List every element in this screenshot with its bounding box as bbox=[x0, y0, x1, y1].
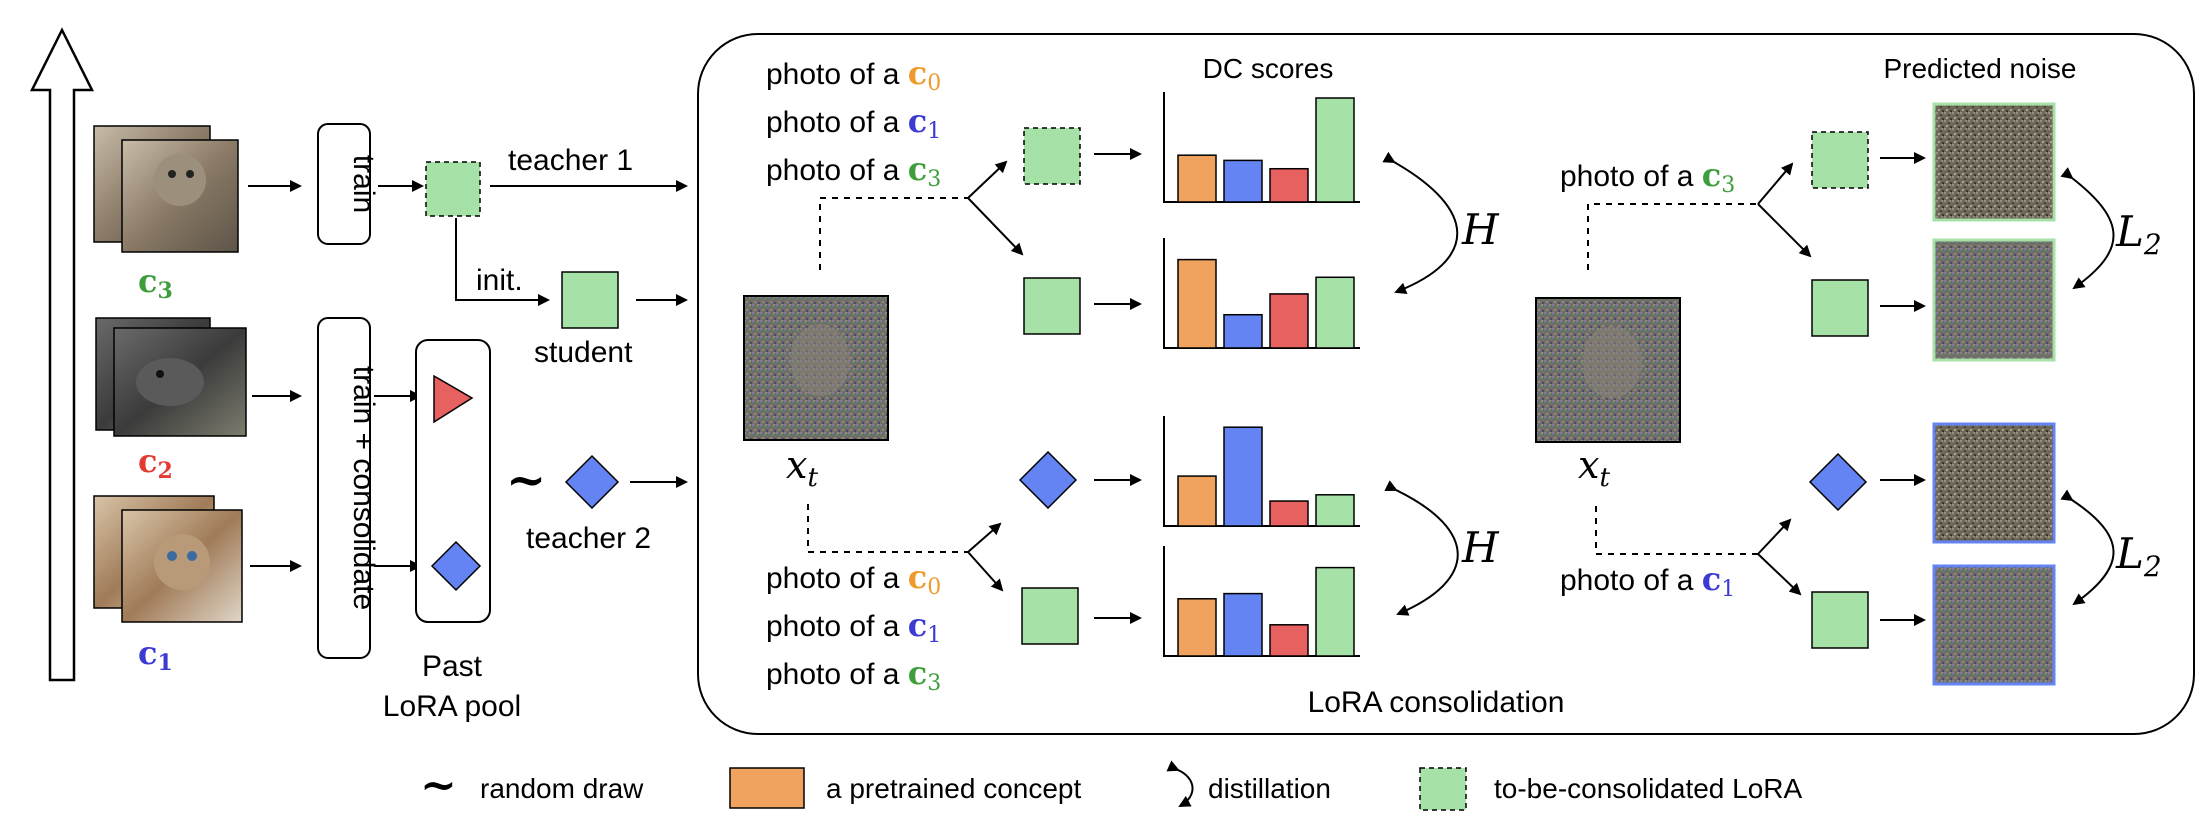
dc-scores-title: DC scores bbox=[1203, 53, 1334, 84]
concept-c3-images bbox=[93, 125, 239, 253]
xt-label-left: xt bbox=[786, 443, 818, 493]
top-teacher-lora bbox=[1023, 127, 1081, 185]
l2-arrow-bottom bbox=[2060, 489, 2115, 606]
past-pool-label-2: LoRA pool bbox=[383, 690, 521, 723]
noise-bottom-teacher bbox=[1932, 422, 2056, 544]
legend-distill-arrow bbox=[1166, 760, 1194, 807]
chart-bottom-student bbox=[1163, 546, 1360, 657]
chart-bar bbox=[1315, 494, 1355, 527]
chart-bar bbox=[1269, 293, 1309, 349]
legend-pretrained: a pretrained concept bbox=[826, 773, 1082, 804]
legend-orange-swatch bbox=[729, 767, 805, 809]
random-draw-tilde: ~ bbox=[506, 452, 546, 508]
timeline-arrow bbox=[29, 27, 95, 682]
L2-bottom: L2 bbox=[2115, 529, 2162, 583]
teacher1-label: teacher 1 bbox=[508, 144, 633, 177]
label-c1: c1 bbox=[138, 634, 173, 676]
tbc-lora-square bbox=[425, 161, 481, 217]
legend-tilde: ~ bbox=[420, 760, 457, 811]
l2-arrow-top bbox=[2060, 167, 2115, 290]
chart-bar bbox=[1177, 154, 1217, 203]
chart-top-student bbox=[1163, 238, 1360, 349]
noise-bottom-student bbox=[1932, 564, 2056, 686]
student-square bbox=[561, 271, 619, 329]
chart-bar bbox=[1223, 313, 1263, 349]
concept-c1-images bbox=[93, 495, 243, 623]
past-lora-triangle bbox=[433, 374, 474, 424]
chart-bar bbox=[1223, 592, 1263, 657]
concept-c2-images bbox=[95, 317, 247, 437]
lora-consolidation-box bbox=[697, 33, 2195, 735]
teacher2-diamond bbox=[564, 454, 620, 510]
bottom-student-lora bbox=[1021, 587, 1079, 645]
legend-tbc-lora: to-be-consolidated LoRA bbox=[1494, 773, 1803, 804]
xt-label-right: xt bbox=[1578, 443, 1610, 493]
prompt-right-bottom: photo of a c1 bbox=[1560, 560, 1735, 602]
chart-bar bbox=[1177, 258, 1217, 349]
chart-bar bbox=[1315, 97, 1355, 203]
svg-text:photo of a c1: photo of a c1 bbox=[766, 102, 941, 144]
prompt-right-top: photo of a c3 bbox=[1560, 156, 1735, 198]
teacher2-label: teacher 2 bbox=[526, 522, 651, 555]
legend-distillation: distillation bbox=[1208, 773, 1331, 804]
train-consolidate-label: train + consolidate bbox=[347, 366, 380, 610]
right-bottom-teacher-lora bbox=[1808, 452, 1868, 512]
past-lora-diamond bbox=[430, 540, 482, 592]
label-c3: c3 bbox=[138, 262, 173, 304]
top-student-lora bbox=[1023, 277, 1081, 335]
train-consolidate-box bbox=[317, 317, 371, 659]
right-top-teacher-lora bbox=[1811, 131, 1869, 189]
prompts-top-left: photo of a c0 photo of a c1 photo of a c… bbox=[766, 54, 941, 192]
H-top: H bbox=[1461, 205, 1500, 254]
chart-bar bbox=[1315, 276, 1355, 349]
chart-bar bbox=[1315, 566, 1355, 657]
legend-tbc-swatch bbox=[1419, 767, 1467, 811]
chart-bottom-teacher bbox=[1163, 416, 1360, 527]
distill-arrow-top bbox=[1382, 151, 1459, 294]
distill-arrow-bottom bbox=[1384, 480, 1459, 616]
L2-top: L2 bbox=[2115, 207, 2162, 261]
train-box bbox=[317, 123, 371, 245]
noise-top-teacher bbox=[1932, 102, 2056, 222]
past-pool-label-1: Past bbox=[422, 650, 483, 683]
right-top-student-lora bbox=[1811, 279, 1869, 337]
legend-random-draw: random draw bbox=[480, 773, 644, 804]
svg-text:photo of a c0: photo of a c0 bbox=[766, 558, 941, 600]
chart-bar bbox=[1223, 426, 1263, 527]
init-label: init. bbox=[476, 264, 523, 297]
student-label: student bbox=[534, 336, 633, 369]
chart-bar bbox=[1177, 475, 1217, 527]
train-label: train bbox=[347, 155, 380, 213]
svg-text:photo of a c3: photo of a c3 bbox=[766, 654, 941, 696]
lora-consolidation-label: LoRA consolidation bbox=[1308, 686, 1565, 719]
chart-bar bbox=[1269, 500, 1309, 527]
svg-text:photo of a c0: photo of a c0 bbox=[766, 54, 941, 96]
svg-text:photo of a c3: photo of a c3 bbox=[766, 150, 941, 192]
chart-bar bbox=[1177, 598, 1217, 657]
chart-top-teacher bbox=[1163, 92, 1360, 203]
chart-bar bbox=[1269, 624, 1309, 657]
predicted-noise-title: Predicted noise bbox=[1883, 53, 2076, 84]
prompts-bottom-left: photo of a c0 photo of a c1 photo of a c… bbox=[766, 558, 941, 696]
label-c2: c2 bbox=[138, 442, 173, 484]
bottom-teacher-lora bbox=[1018, 450, 1078, 510]
H-bottom: H bbox=[1461, 523, 1500, 572]
noise-top-student bbox=[1932, 238, 2056, 362]
right-bottom-student-lora bbox=[1811, 591, 1869, 649]
chart-bar bbox=[1269, 167, 1309, 203]
svg-text:photo of a c1: photo of a c1 bbox=[766, 606, 941, 648]
chart-bar bbox=[1223, 159, 1263, 203]
